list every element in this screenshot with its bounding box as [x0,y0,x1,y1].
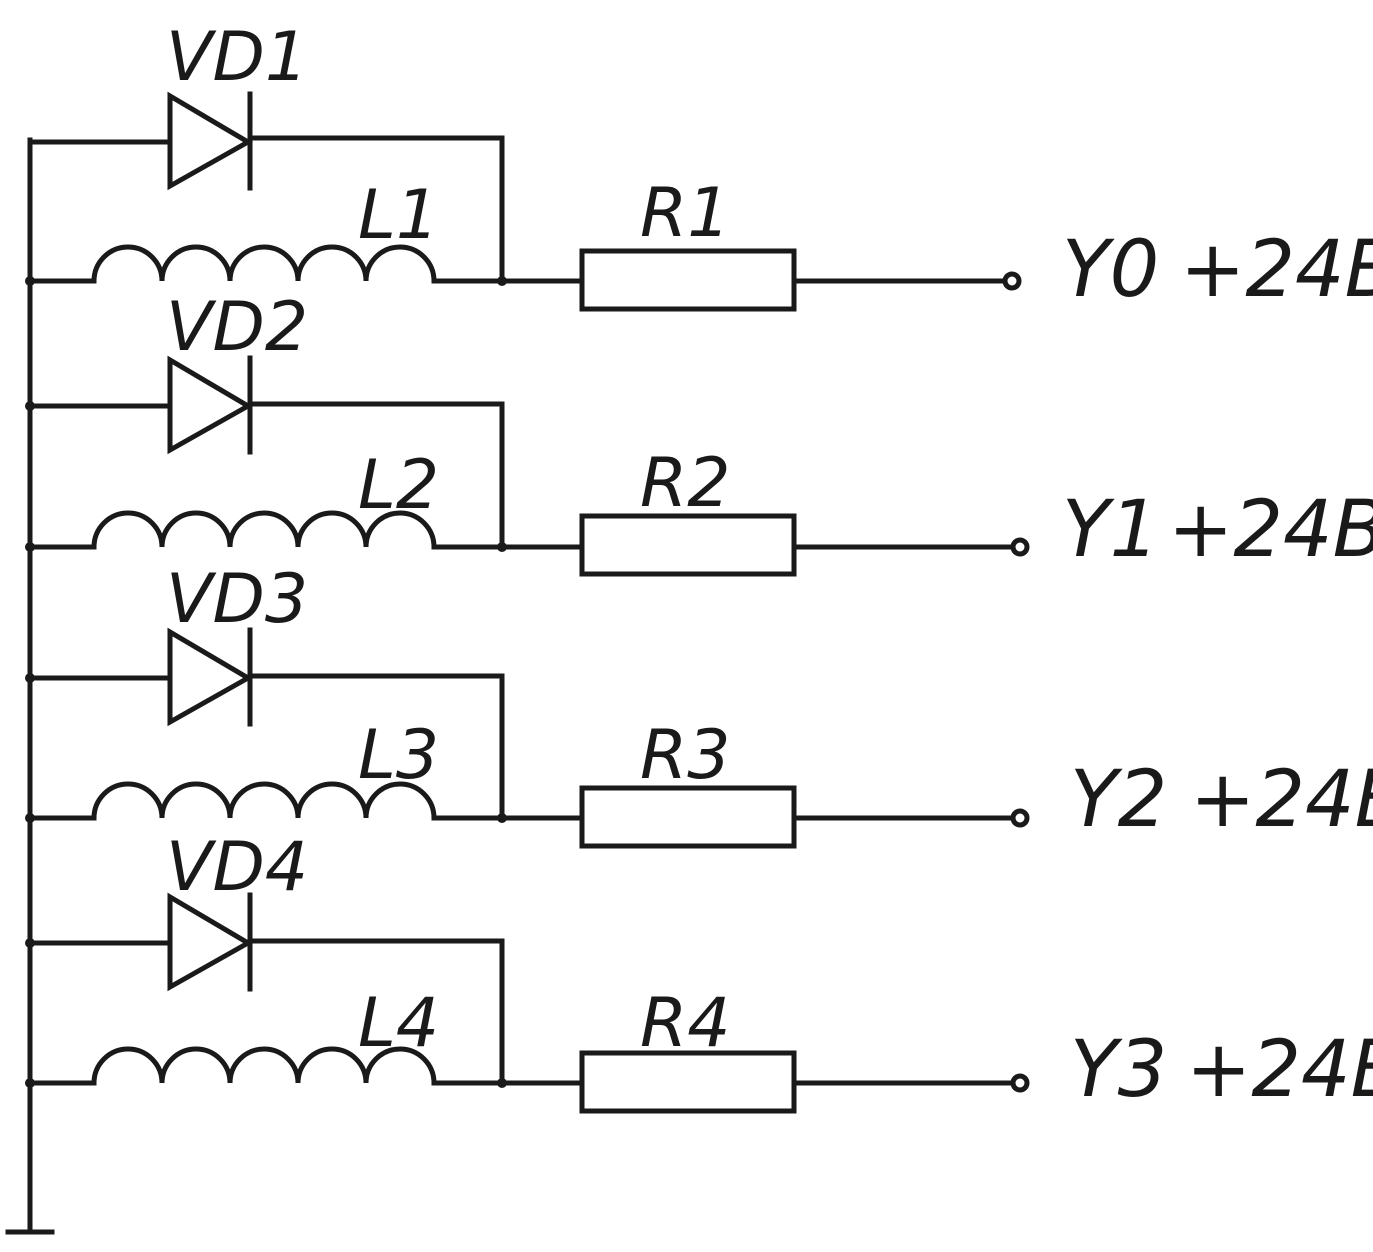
junction-dot [25,673,35,683]
junction-dot [25,401,35,411]
terminal-y3 [1010,1073,1030,1093]
diode-label: VD4 [166,828,308,907]
output-label: Y2 [1070,755,1167,845]
coil-l2-symbol [91,510,437,550]
coil-l1-symbol [91,244,437,284]
resistor-label: R3 [640,716,731,795]
coil-label: L4 [358,984,439,1063]
channel-4: VD4 L4 R4 Y3 +24B [25,828,1373,1115]
coil-l4-symbol [91,1046,437,1086]
diode-label: VD3 [166,560,308,639]
voltage-label: +24B [1190,755,1373,845]
diode-vd3-symbol [167,627,254,727]
channel-2: VD2 L2 R2 Y1 +24B [25,288,1373,577]
junction-dot [497,542,507,552]
resistor-r3-symbol [579,785,797,849]
junction-dot [25,813,35,823]
resistor-label: R4 [640,984,731,1063]
diode-label: VD1 [166,18,308,97]
terminal-y0 [1002,271,1022,291]
voltage-label: +24B [1180,225,1373,315]
output-label: Y1 [1062,485,1159,575]
junction-dot [25,938,35,948]
coil-label: L2 [358,446,439,525]
junction-dot [25,276,35,286]
resistor-label: R2 [640,444,731,523]
diode-label: VD2 [166,288,308,367]
output-label: Y3 [1070,1025,1167,1115]
junction-dot [25,542,35,552]
junction-dot [497,1078,507,1088]
coil-label: L3 [358,716,439,795]
diode-vd2-symbol [167,355,254,455]
junction-dot [497,276,507,286]
resistor-r2-symbol [579,513,797,577]
diode-vd1-symbol [167,91,254,191]
coil-l3-symbol [91,781,437,821]
resistor-r1-symbol [579,248,797,312]
channel-1: VD1 L1 R1 Y0 +24B [25,18,1373,315]
junction-dot [25,1078,35,1088]
channel-3: VD3 L3 R3 Y2 +24B [25,560,1373,849]
terminal-y2 [1010,808,1030,828]
voltage-label: +24B [1168,485,1373,575]
voltage-label: +24B [1186,1025,1373,1115]
junction-dot [497,813,507,823]
resistor-label: R1 [640,174,731,253]
coil-label: L1 [358,176,439,255]
diode-vd4-symbol [167,892,254,992]
terminal-y1 [1010,537,1030,557]
output-label: Y0 [1062,225,1159,315]
